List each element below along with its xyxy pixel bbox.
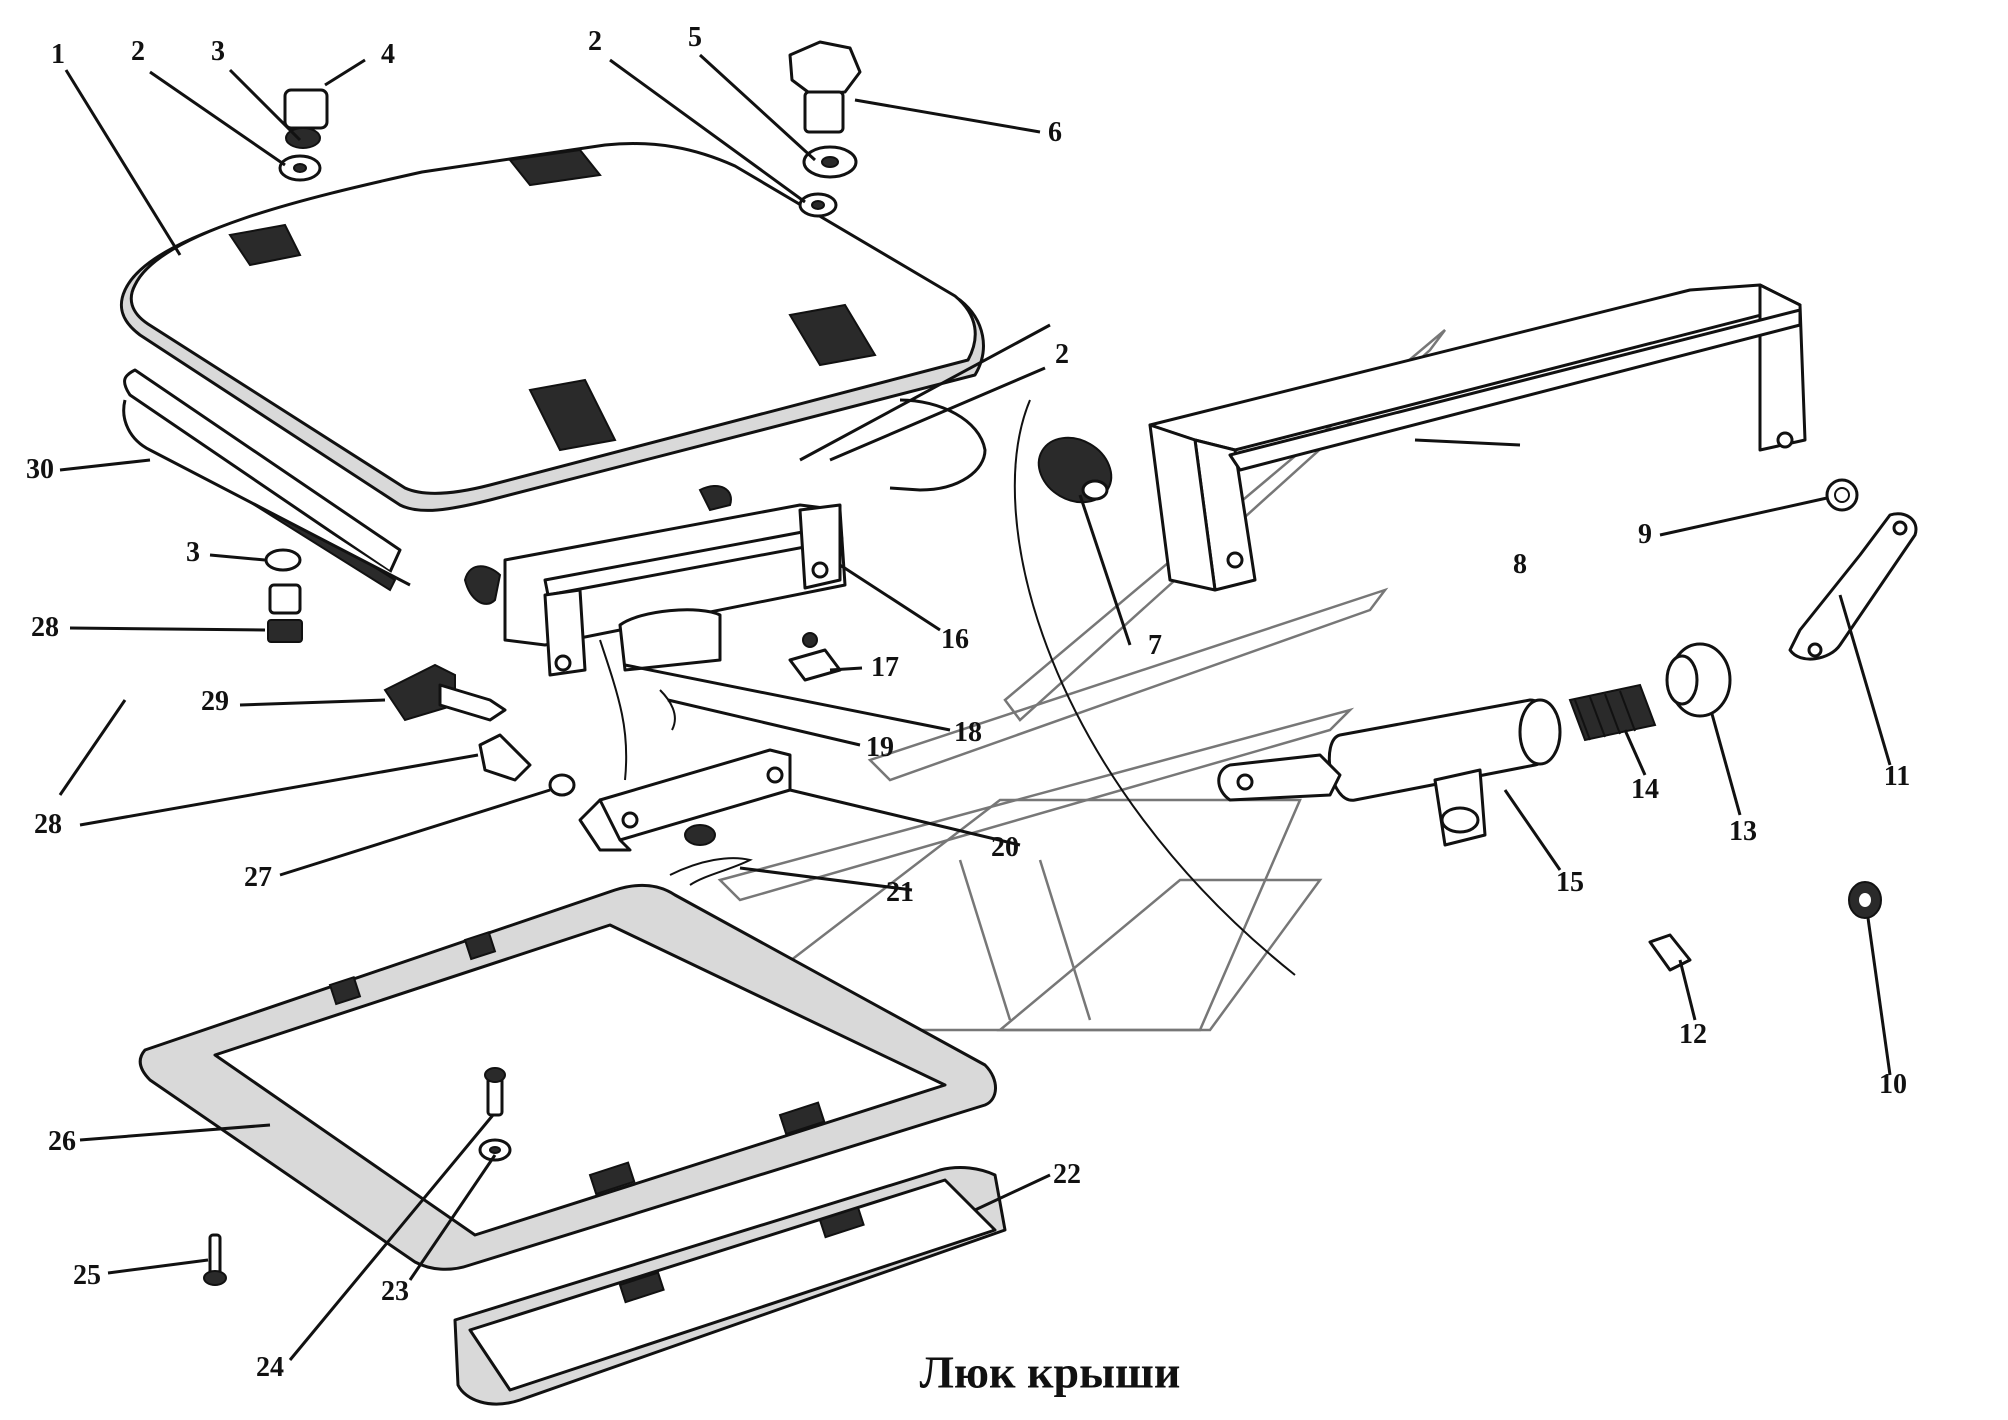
diagram-title: Люк крыши xyxy=(919,1346,1181,1398)
callout-18: 18 xyxy=(954,717,982,748)
handle-lever-part xyxy=(383,663,507,722)
callout-27: 27 xyxy=(244,862,272,893)
callout-19: 19 xyxy=(866,732,894,763)
callout-23: 23 xyxy=(381,1276,409,1307)
latch-mechanism-part xyxy=(463,485,847,677)
washer-part xyxy=(1848,881,1882,919)
callout-7: 7 xyxy=(1148,630,1162,661)
callout-2: 2 xyxy=(588,26,602,57)
callout-10: 10 xyxy=(1879,1069,1907,1100)
hatch-seal-part xyxy=(122,368,987,592)
hatch-frame-part xyxy=(138,884,997,1271)
callout-3: 3 xyxy=(186,537,200,568)
callout-4: 4 xyxy=(381,39,395,70)
callout-13: 13 xyxy=(1729,816,1757,847)
callout-1: 1 xyxy=(51,39,65,70)
knob-part xyxy=(1037,436,1113,504)
retaining-ring-part xyxy=(1825,478,1859,512)
spring-part xyxy=(1568,683,1657,742)
callout-11: 11 xyxy=(1883,761,1911,792)
callout-8: 8 xyxy=(1513,549,1527,580)
callout-28: 28 xyxy=(31,612,59,643)
callout-24: 24 xyxy=(256,1352,284,1383)
callout-6: 6 xyxy=(1048,117,1062,148)
callout-21: 21 xyxy=(886,877,914,908)
leader-lines xyxy=(58,53,1892,1361)
callout-29: 29 xyxy=(201,686,229,717)
callout-30: 30 xyxy=(26,454,54,485)
washer-part-23 xyxy=(478,1138,512,1162)
small-washer-part xyxy=(548,773,576,797)
hinge-bracket-bar-part xyxy=(1148,283,1807,592)
callout-22: 22 xyxy=(1053,1159,1081,1190)
callout-15: 15 xyxy=(1556,867,1584,898)
pin-part xyxy=(1648,933,1692,972)
callout-17: 17 xyxy=(871,652,899,683)
spring-clip-part xyxy=(669,857,753,886)
callout-25: 25 xyxy=(73,1260,101,1291)
mounting-plate-part xyxy=(578,748,792,852)
callout-2: 2 xyxy=(1055,339,1069,370)
screw-part-25 xyxy=(203,1233,227,1286)
latch-cylinder-part xyxy=(1217,698,1562,847)
callout-28: 28 xyxy=(34,809,62,840)
callout-16: 16 xyxy=(941,624,969,655)
callout-2: 2 xyxy=(131,36,145,67)
callout-20: 20 xyxy=(991,832,1019,863)
callout-3: 3 xyxy=(211,36,225,67)
bushing-part xyxy=(1665,642,1732,718)
callout-26: 26 xyxy=(48,1126,76,1157)
callout-5: 5 xyxy=(688,22,702,53)
hatch-trim-part xyxy=(453,1166,1007,1406)
square-nut-part xyxy=(788,632,842,682)
hatch-cover-part xyxy=(119,142,985,512)
latch-lever-part xyxy=(1788,512,1918,661)
callout-9: 9 xyxy=(1638,519,1652,550)
callout-14: 14 xyxy=(1631,774,1659,805)
top-fasteners xyxy=(278,40,862,218)
wire-part xyxy=(599,639,676,781)
callout-12: 12 xyxy=(1679,1019,1707,1050)
fitting-part-top xyxy=(264,548,303,643)
watermark-logo xyxy=(696,329,1446,1032)
hatch-opening-arc xyxy=(1013,399,1296,976)
screw-part-24 xyxy=(484,1067,506,1117)
